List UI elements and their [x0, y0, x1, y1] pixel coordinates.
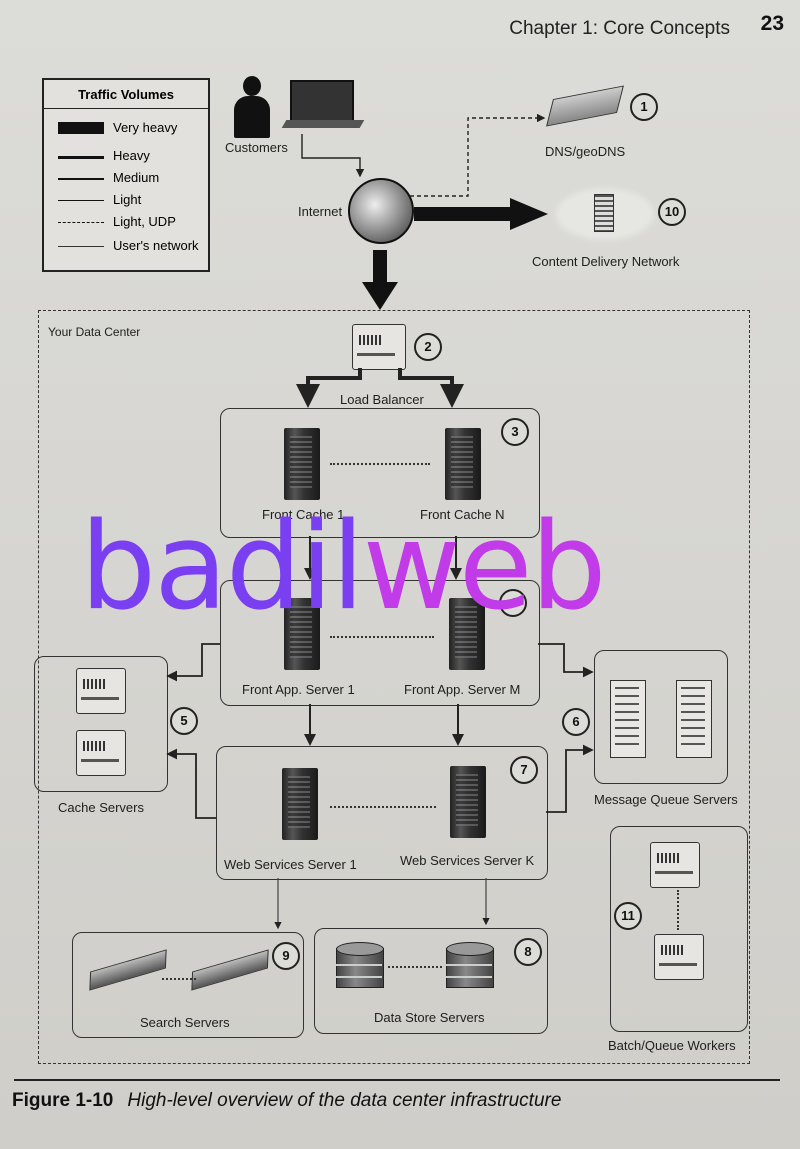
cdn-server-icon	[594, 194, 614, 232]
chapter-header: Chapter 1: Core Concepts	[509, 18, 730, 39]
legend-item-heavy: Heavy	[58, 146, 208, 166]
message-queue-group	[594, 650, 728, 784]
cdn-label: Content Delivery Network	[532, 254, 680, 269]
marker-7: 7	[510, 756, 538, 784]
marker-2: 2	[414, 333, 442, 361]
message-queue-server-icon	[610, 680, 646, 758]
front-app-1-server-icon	[284, 598, 320, 670]
customer-person-icon	[232, 76, 272, 138]
watermark-part2: web	[362, 498, 607, 637]
data-store-dotted-connector	[388, 966, 442, 968]
front-app-m-label: Front App. Server M	[404, 682, 521, 697]
search-dotted-connector	[162, 978, 196, 980]
legend-line-dashed	[58, 222, 104, 223]
marker-1: 1	[630, 93, 658, 121]
legend-item-very-heavy: Very heavy	[58, 118, 208, 138]
front-cache-dotted-connector	[330, 463, 430, 465]
marker-11: 11	[614, 902, 642, 930]
legend-label: User's network	[113, 238, 199, 253]
legend-label: Medium	[113, 170, 160, 185]
marker-4: 4	[499, 589, 527, 617]
front-app-m-server-icon	[449, 598, 485, 670]
web-services-1-label: Web Services Server 1	[224, 857, 357, 872]
data-store-group	[314, 928, 548, 1034]
marker-8: 8	[514, 938, 542, 966]
load-balancer-label: Load Balancer	[340, 392, 424, 407]
web-services-k-label: Web Services Server K	[400, 853, 535, 868]
cache-servers-group	[34, 656, 168, 792]
cache-server-icon	[76, 730, 126, 776]
legend-line-heavy	[58, 156, 104, 159]
legend-line-light	[58, 200, 104, 201]
internet-globe-icon	[348, 178, 414, 244]
web-services-k-server-icon	[450, 766, 486, 838]
legend-item-udp: Light, UDP	[58, 212, 208, 232]
batch-dotted-connector	[677, 890, 679, 930]
front-app-group	[220, 580, 540, 706]
legend-label: Very heavy	[113, 120, 178, 135]
front-cache-n-label: Front Cache N	[420, 507, 505, 522]
message-queue-server-icon	[676, 680, 712, 758]
batch-workers-group	[610, 826, 748, 1032]
batch-worker-icon	[650, 842, 700, 888]
customers-label: Customers	[225, 140, 288, 155]
internet-label: Internet	[298, 204, 343, 219]
watermark-part1: badil	[80, 498, 365, 637]
marker-6: 6	[562, 708, 590, 736]
legend-label: Light, UDP	[113, 214, 176, 229]
legend-title: Traffic Volumes	[44, 80, 208, 109]
legend-label: Light	[113, 192, 142, 207]
batch-workers-label: Batch/Queue Workers	[608, 1038, 736, 1053]
watermark-logo: badilweb	[80, 508, 607, 628]
legend-item-medium: Medium	[58, 168, 208, 188]
legend-line-very-heavy	[58, 122, 104, 134]
cache-servers-label: Cache Servers	[58, 800, 144, 815]
legend-line-medium	[58, 178, 104, 180]
data-store-cylinder-icon	[336, 942, 384, 990]
figure-caption: Figure 1-10 High-level overview of the da…	[12, 1090, 561, 1112]
legend-item-light: Light	[58, 190, 208, 210]
page-number: 23	[760, 12, 784, 35]
marker-9: 9	[272, 942, 300, 970]
marker-10: 10	[658, 198, 686, 226]
laptop-icon	[281, 80, 365, 132]
message-queue-label: Message Queue Servers	[594, 792, 738, 807]
marker-3: 3	[501, 418, 529, 446]
web-services-1-server-icon	[282, 768, 318, 840]
data-store-label: Data Store Servers	[374, 1010, 485, 1025]
dns-label: DNS/geoDNS	[545, 144, 626, 159]
cache-server-icon	[76, 668, 126, 714]
legend-label: Heavy	[113, 148, 150, 163]
front-cache-1-server-icon	[284, 428, 320, 500]
front-cache-1-label: Front Cache 1	[262, 507, 345, 522]
front-cache-n-server-icon	[445, 428, 481, 500]
search-servers-group	[72, 932, 304, 1038]
marker-5: 5	[170, 707, 198, 735]
figure-number: Figure 1-10	[12, 1090, 114, 1111]
load-balancer-icon	[352, 324, 406, 370]
search-servers-label: Search Servers	[140, 1015, 230, 1030]
legend-line-thin	[58, 246, 104, 247]
figure-title: High-level overview of the data center i…	[127, 1090, 562, 1111]
traffic-legend: Traffic Volumes Very heavy Heavy Medium …	[42, 78, 210, 272]
front-app-1-label: Front App. Server 1	[242, 682, 355, 697]
data-store-cylinder-icon	[446, 942, 494, 990]
caption-rule	[14, 1079, 780, 1081]
legend-item-user-network: User's network	[58, 236, 208, 256]
web-services-group	[216, 746, 548, 880]
data-center-region	[38, 310, 750, 1064]
batch-worker-icon	[654, 934, 704, 980]
front-app-dotted-connector	[330, 636, 434, 638]
front-cache-group	[220, 408, 540, 538]
data-center-label: Your Data Center	[48, 325, 141, 339]
web-services-dotted-connector	[330, 806, 436, 808]
